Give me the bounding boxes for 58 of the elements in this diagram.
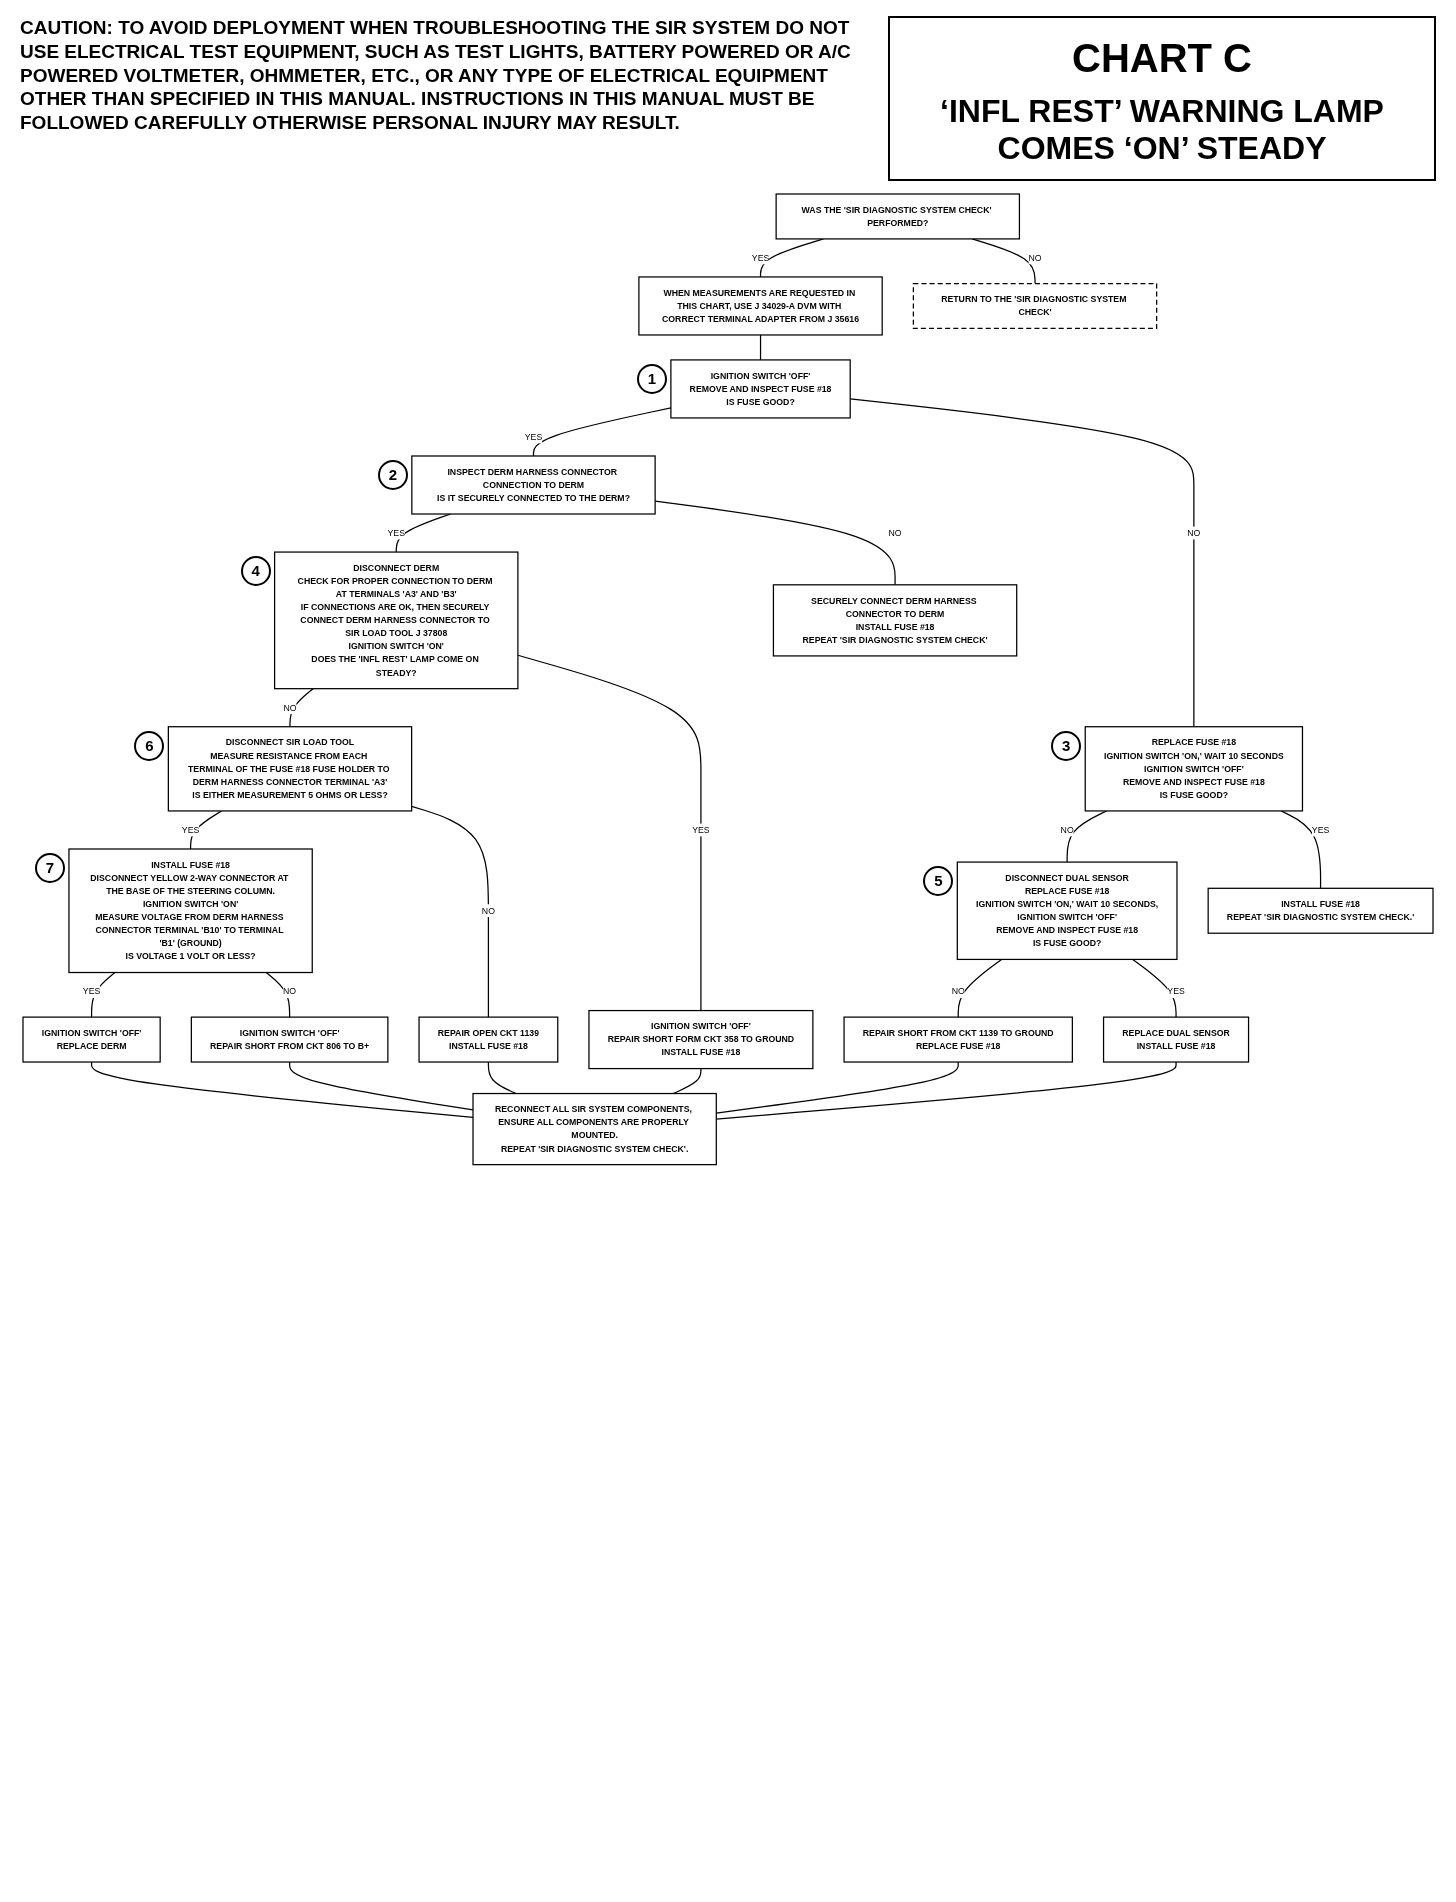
node-box: REPLACE FUSE #18 IGNITION SWITCH 'ON,' WAIT 10 SECONDS IGNITION SWITCH 'OFF' REMOVE AND INSPECT FUSE #18 IS FUSE GOOD? — [1084, 726, 1304, 812]
connector — [411, 805, 490, 1018]
node-box: DISCONNECT SIR LOAD TOOL MEASURE RESISTANCE FROM EACH TERMINAL OF THE FUSE #18 FUSE HOLDER TO DERM HARNESS CONNECTOR TERMINAL 'A3' IS EITHER MEASUREMENT 5 OHMS OR LESS? — [167, 726, 413, 812]
node-box: RECONNECT ALL SIR SYSTEM COMPONENTS, ENSURE ALL COMPONENTS ARE PROPERLY MOUNTED. REPEAT 'SIR DIAGNOSTIC SYSTEM CHECK'. — [472, 1092, 717, 1166]
node-box: IGNITION SWITCH 'OFF' REPLACE DERM — [22, 1016, 161, 1063]
chart-title: CHART C — [1071, 36, 1253, 81]
connector — [672, 1067, 702, 1095]
edge-label: YES — [524, 431, 543, 442]
node-box: RETURN TO THE 'SIR DIAGNOSTIC SYSTEM CHECK' — [912, 282, 1158, 330]
connector — [289, 1061, 474, 1111]
node-box: REPAIR SHORT FROM CKT 1139 TO GROUND REPLACE FUSE #18 — [843, 1016, 1073, 1063]
connector — [289, 688, 314, 728]
step-number: 6 — [134, 730, 165, 761]
connector — [1280, 810, 1322, 889]
edge-label: YES — [181, 824, 200, 835]
edge-label: NO — [283, 702, 297, 713]
node-box: DISCONNECT DUAL SENSOR REPLACE FUSE #18 IGNITION SWITCH 'ON,' WAIT 10 SECONDS, IGNITION SWITCH 'OFF' REMOVE AND INSPECT FUSE #18 IS FUSE GOOD? — [956, 861, 1178, 961]
step-number: 4 — [240, 556, 271, 587]
node-box: WAS THE 'SIR DIAGNOSTIC SYSTEM CHECK' PERFORMED? — [775, 193, 1021, 240]
step-number: 3 — [1051, 730, 1082, 761]
connector — [957, 958, 1003, 1018]
edge-label: YES — [1311, 824, 1330, 835]
step-number: 2 — [377, 460, 408, 490]
connector — [1132, 958, 1177, 1018]
edge-label: NO — [1187, 527, 1201, 538]
edge-label: YES — [751, 252, 770, 263]
connector — [759, 334, 762, 361]
node-box: SECURELY CONNECT DERM HARNESS CONNECTOR TO DERM INSTALL FUSE #18 REPEAT 'SIR DIAGNOSTIC SYSTEM CHECK' — [772, 584, 1018, 657]
edge-label: YES — [82, 986, 101, 997]
edge-label: YES — [1167, 986, 1185, 997]
edge-label: NO — [888, 527, 902, 538]
node-box: IGNITION SWITCH 'OFF' REPAIR SHORT FROM CKT 806 TO B+ — [190, 1016, 389, 1063]
chart-subtitle: ‘INFL REST’ WARNING LAMP COMES ‘ON’ STEADY — [939, 93, 1385, 167]
edge-label: NO — [951, 986, 965, 997]
node-box: WHEN MEASUREMENTS ARE REQUESTED IN THIS CHART, USE J 34029-A DVM WITH CORRECT TERMINAL ADAPTER FROM J 35616 — [638, 276, 883, 336]
edge-label: NO — [283, 986, 297, 997]
connector — [90, 1061, 474, 1119]
node-box: DISCONNECT DERM CHECK FOR PROPER CONNECTION TO DERM AT TERMINALS 'A3' AND 'B3' IF CONNECTIONS ARE OK, THEN SECURELY CONNECT DERM HARNESS CONNECTOR TO SIR LOAD TOOL J 37808 IGNITION SWITCH 'ON' DOES THE 'INFL REST' LAMP COME ON STEADY? — [273, 551, 519, 690]
edge-label: NO — [481, 905, 495, 916]
connector — [487, 1061, 517, 1095]
step-number: 7 — [34, 853, 65, 883]
node-box: IGNITION SWITCH 'OFF' REMOVE AND INSPECT FUSE #18 IS FUSE GOOD? — [670, 359, 851, 419]
edge-label: YES — [387, 527, 405, 538]
node-box: INSPECT DERM HARNESS CONNECTOR CONNECTION TO DERM IS IT SECURELY CONNECTED TO THE DERM? — [411, 455, 656, 515]
node-box: REPLACE DUAL SENSOR INSTALL FUSE #18 — [1102, 1016, 1250, 1063]
edge-label: YES — [692, 824, 710, 835]
step-number: 5 — [923, 866, 954, 897]
caution-note: CAUTION: TO AVOID DEPLOYMENT WHEN TROUBLESHOOTING THE SIR SYSTEM DO NOT USE ELECTRICAL TEST EQUIPMENT, SUCH AS TEST LIGHTS, BATTERY POWERED OR A/C POWERED VOLTMETER, OHMMETER, ETC., OR ANY TYPE OF ELECTRICAL EQUIPMENT OTHER THAN SPECIFIED IN THIS MANUAL. INSTRUCTIONS IN THIS MANUAL MUST BE FOLLOWED CAREFULLY OTHERWISE PERSONAL INJURY MAY RESULT. — [20, 16, 852, 135]
node-box: INSTALL FUSE #18 DISCONNECT YELLOW 2-WAY CONNECTOR AT THE BASE OF THE STEERING COLUMN. IGNITION SWITCH 'ON' MEASURE VOLTAGE FROM DERM HARNESS CONNECTOR TERMINAL 'B10' TO TERMINAL 'B1' (GROUND) IS VOLTAGE 1 VOLT OR LESS? — [68, 848, 313, 974]
connector — [265, 971, 291, 1018]
edge-label: NO — [1060, 824, 1074, 835]
node-box: REPAIR OPEN CKT 1139 INSTALL FUSE #18 — [418, 1016, 559, 1063]
connector — [1066, 810, 1108, 863]
step-number: 1 — [636, 363, 667, 394]
edge-label: NO — [1028, 252, 1042, 263]
node-box: IGNITION SWITCH 'OFF' REPAIR SHORT FORM CKT 358 TO GROUND INSTALL FUSE #18 — [588, 1009, 814, 1070]
connector — [517, 654, 702, 1012]
node-box: INSTALL FUSE #18 REPEAT 'SIR DIAGNOSTIC SYSTEM CHECK.' — [1207, 887, 1434, 934]
